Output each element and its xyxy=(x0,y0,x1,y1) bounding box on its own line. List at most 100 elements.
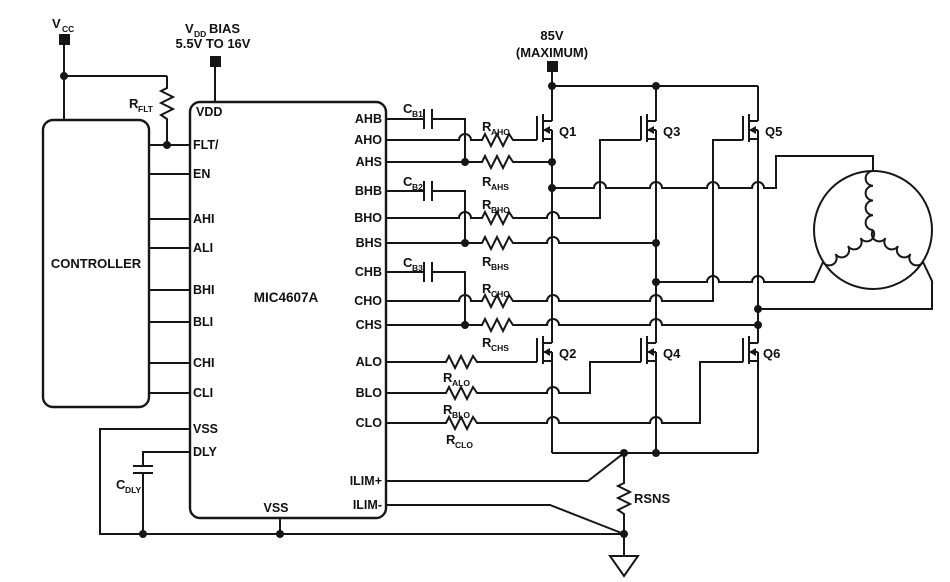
pin-label-bhi: BHI xyxy=(193,283,215,297)
label-r-chs: R xyxy=(482,335,492,350)
pin-label-bhs: BHS xyxy=(356,236,382,250)
label-r-ahs: R xyxy=(482,174,492,189)
pin-label-cho: CHO xyxy=(354,294,382,308)
vdd-bias-label-suffix: BIAS xyxy=(209,21,240,36)
pin-label-chi: CHI xyxy=(193,356,215,370)
label-r-cho: R xyxy=(482,281,492,296)
label-q3: Q3 xyxy=(663,124,680,139)
labels: V CC V DD BIAS 5.5V TO 16V 85V (MAXIMUM)… xyxy=(51,16,782,515)
wire-chb-cb3 xyxy=(386,262,466,325)
pin-label-clo: CLO xyxy=(356,416,383,430)
pin-label-aho: AHO xyxy=(354,133,382,147)
ground-icon xyxy=(608,555,640,578)
wire-blo xyxy=(386,361,641,402)
label-c-dly: C xyxy=(116,477,126,492)
wire-ahs xyxy=(386,153,552,171)
pin-label-vss-bottom: VSS xyxy=(263,501,288,515)
pin-label-bli: BLI xyxy=(193,315,213,329)
label-r-bho-sub: BHO xyxy=(491,205,510,215)
vdd-bias-label: V xyxy=(185,21,194,36)
label-q2: Q2 xyxy=(559,346,576,361)
label-r-aho-sub: AHO xyxy=(491,127,510,137)
label-q5: Q5 xyxy=(765,124,782,139)
label-r-clo: R xyxy=(446,432,456,447)
ic-name-label: MIC4607A xyxy=(254,290,319,305)
pin-label-dly: DLY xyxy=(193,445,218,459)
controller-label: CONTROLLER xyxy=(51,256,142,271)
label-r-bhs: R xyxy=(482,254,492,269)
wire-alo xyxy=(386,353,537,371)
pin-label-chs: CHS xyxy=(356,318,382,332)
pin-label-ali: ALI xyxy=(193,241,213,255)
wire-dly-cdly xyxy=(133,451,190,534)
motor-winding-left xyxy=(822,229,876,267)
vdd-bias-terminal-icon xyxy=(210,56,221,67)
pin-label-ahs: AHS xyxy=(356,155,382,169)
label-r-flt: R xyxy=(129,96,139,111)
label-r-blo: R xyxy=(443,402,453,417)
label-q4: Q4 xyxy=(663,346,681,361)
vdd-bias-range: 5.5V TO 16V xyxy=(176,36,251,51)
pin-label-vss: VSS xyxy=(193,422,218,436)
pin-label-bhb: BHB xyxy=(355,184,382,198)
controller-box xyxy=(41,118,151,409)
label-r-alo-sub: ALO xyxy=(452,378,470,388)
pin-label-en: EN xyxy=(193,167,210,181)
label-c-b2-sub: B2 xyxy=(412,182,423,192)
wire-motor-phase-c xyxy=(758,261,933,310)
wire-resistor-rflt xyxy=(158,76,176,145)
wire-aho xyxy=(386,131,537,149)
label-r-ahs-sub: AHS xyxy=(491,182,509,192)
wire-bho xyxy=(386,139,641,227)
motor-symbol xyxy=(813,170,933,290)
label-c-b3: C xyxy=(403,255,413,270)
label-r-blo-sub: BLO xyxy=(452,410,470,420)
vdd-bias-label-sub: DD xyxy=(194,29,206,39)
wire-bhb-cb2 xyxy=(386,181,466,243)
label-c-b1-sub: B1 xyxy=(412,109,423,119)
wire-ilim-minus xyxy=(386,504,625,535)
label-c-dly-sub: DLY xyxy=(125,485,142,495)
label-r-flt-sub: FLT xyxy=(138,104,154,114)
pin-label-ilim-plus: ILIM+ xyxy=(350,474,382,488)
motor-winding-right xyxy=(870,229,924,267)
wire-ahb-cb1 xyxy=(386,109,466,162)
label-r-clo-sub: CLO xyxy=(455,440,473,450)
vcc-label-sub: CC xyxy=(62,24,74,34)
label-q6: Q6 xyxy=(763,346,780,361)
pin-label-flt: FLT/ xyxy=(193,138,219,152)
label-r-bhs-sub: BHS xyxy=(491,262,509,272)
pin-label-blo: BLO xyxy=(356,386,383,400)
pin-label-cli: CLI xyxy=(193,386,213,400)
hv-terminal-icon xyxy=(547,61,558,72)
wire-motor-phase-b xyxy=(656,261,824,283)
wire-vcc xyxy=(63,45,167,120)
pin-label-vdd: VDD xyxy=(196,105,222,119)
pin-label-ahb: AHB xyxy=(355,112,382,126)
vcc-label: V xyxy=(52,16,61,31)
label-q1: Q1 xyxy=(559,124,576,139)
pin-label-ilim-minus: ILIM- xyxy=(353,498,382,512)
pin-label-chb: CHB xyxy=(355,265,382,279)
label-r-chs-sub: CHS xyxy=(491,343,509,353)
label-r-aho: R xyxy=(482,119,492,134)
wire-motor-phase-a xyxy=(552,155,874,189)
label-r-cho-sub: CHO xyxy=(491,289,510,299)
label-c-b3-sub: B3 xyxy=(412,263,423,273)
wire-vss-rail xyxy=(99,428,624,535)
label-rsns: RSNS xyxy=(634,491,670,506)
label-c-b2: C xyxy=(403,174,413,189)
pin-label-bho: BHO xyxy=(354,211,382,225)
wire-bhs xyxy=(386,234,656,252)
motor-winding-top xyxy=(864,170,874,231)
label-c-b1: C xyxy=(403,101,413,116)
wire-clo xyxy=(386,361,743,432)
label-r-bho: R xyxy=(482,197,492,212)
vcc-terminal-icon xyxy=(59,34,70,45)
hv-note-label: (MAXIMUM) xyxy=(516,45,588,60)
pin-label-alo: ALO xyxy=(356,355,383,369)
wire-resistor-rsns xyxy=(615,453,633,556)
wires xyxy=(63,45,933,556)
